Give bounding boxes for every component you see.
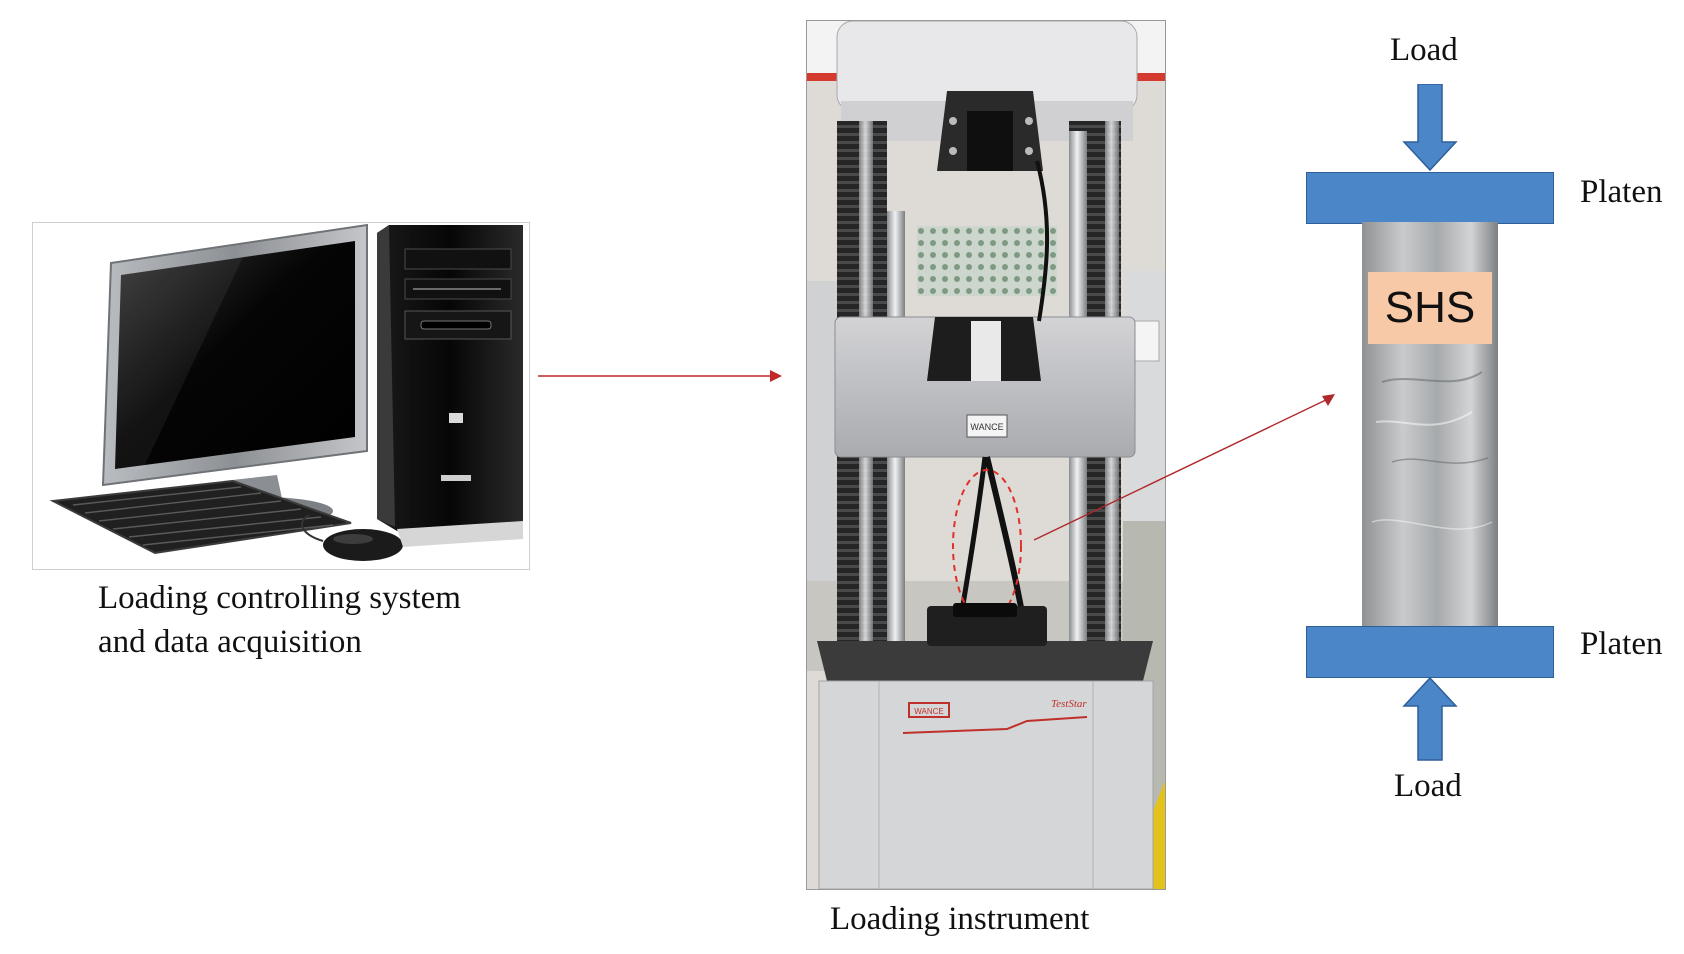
platen-top-label: Platen — [1580, 174, 1663, 210]
computer-workstation-icon — [49, 223, 523, 561]
computer-caption: Loading controlling system and data acqu… — [98, 576, 461, 664]
load-bottom-arrow — [1402, 676, 1458, 761]
shs-label: SHS — [1384, 283, 1476, 332]
cabinet-brand-label: WANCE — [914, 707, 943, 716]
load-bottom-label: Load — [1394, 768, 1462, 804]
bottom-platen — [1306, 626, 1554, 678]
load-top-arrow — [1402, 84, 1458, 172]
pointer-arrow — [1033, 394, 1335, 541]
loading-machine-photo: WANCE WANCE TestStar — [806, 20, 1166, 890]
machine-brand-plate: WANCE — [970, 422, 1003, 432]
connector-arrow — [538, 370, 782, 382]
load-top-label: Load — [1390, 32, 1458, 68]
testing-machine-illustration: WANCE WANCE TestStar — [807, 21, 1165, 889]
cabinet-model-label: TestStar — [1051, 698, 1087, 710]
machine-caption: Loading instrument — [830, 901, 1090, 937]
top-platen — [1306, 172, 1554, 224]
computer-image — [32, 222, 530, 570]
computer-caption-line2: and data acquisition — [98, 624, 362, 660]
computer-caption-line1: Loading controlling system — [98, 580, 461, 616]
shs-label-box: SHS — [1368, 272, 1492, 344]
platen-bottom-label: Platen — [1580, 626, 1663, 662]
